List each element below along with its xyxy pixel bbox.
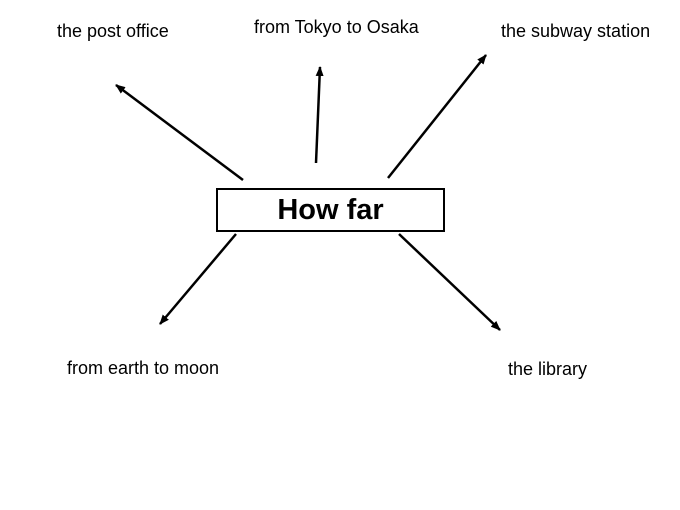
arrow-to-tokyo-osaka (314, 66, 324, 164)
branch-label-subway-station: the subway station (501, 21, 651, 41)
center-topic-text: How far (277, 193, 384, 226)
arrow-to-subway-station (387, 54, 487, 179)
arrow-to-library (398, 233, 501, 331)
arrow-to-post-office (115, 83, 244, 182)
center-topic-box: How far (216, 188, 445, 232)
branch-label-earth-moon: from earth to moon (67, 358, 220, 378)
branch-label-tokyo-osaka: from Tokyo to Osaka (254, 17, 419, 37)
arrow-to-earth-moon (159, 233, 237, 325)
branch-label-post-office: the post office (57, 21, 169, 41)
branch-label-library: the library (508, 359, 588, 379)
